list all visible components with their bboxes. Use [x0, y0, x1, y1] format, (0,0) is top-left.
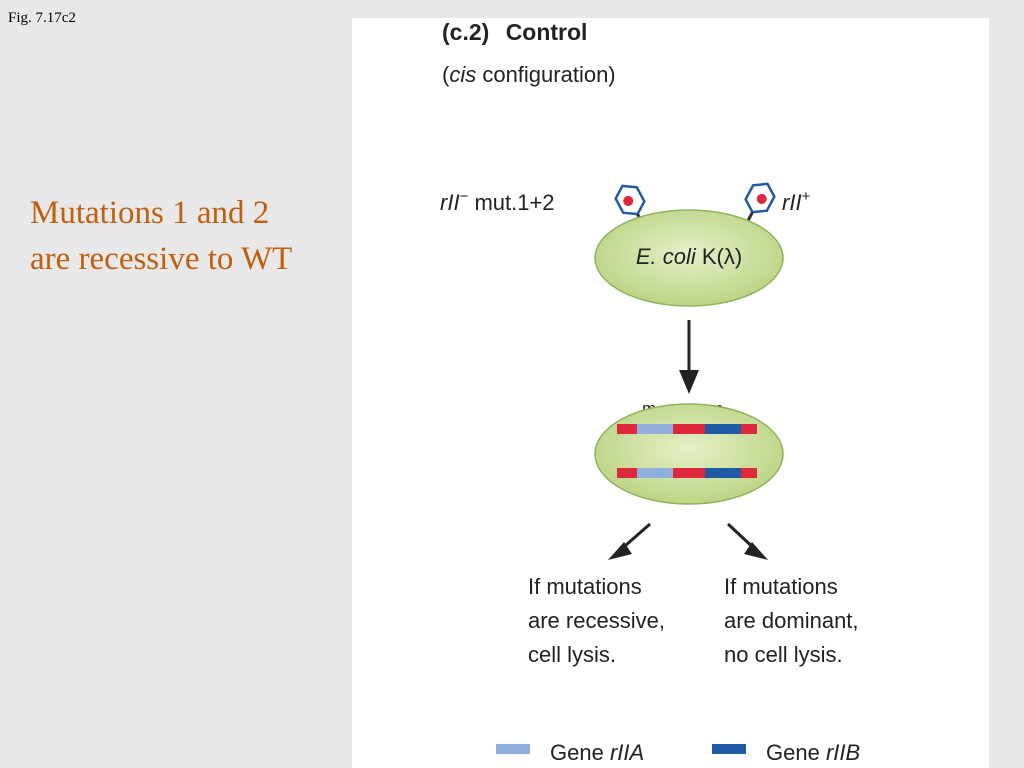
e-coli-cell-top: [594, 209, 784, 307]
legend: Gene rIIA Gene rIIB: [496, 740, 860, 765]
phage-left-label: rII− mut.1+2: [440, 188, 555, 215]
outcome-recessive: If mutations are recessive, cell lysis.: [528, 574, 671, 667]
phage-right-label: rII+: [782, 188, 811, 215]
slide-caption: Mutations 1 and 2 are recessive to WT: [30, 190, 350, 282]
cell-label: E. coli K(λ): [636, 244, 742, 269]
dna-strand-bottom: [617, 468, 757, 478]
caption-line-1: Mutations 1 and 2: [30, 195, 270, 231]
legend-label-rIIB: Gene rIIB: [766, 740, 860, 765]
arrow-recessive: [608, 522, 651, 560]
legend-swatch-rIIA: [496, 744, 530, 754]
figure-label: Fig. 7.17c2: [8, 10, 76, 26]
e-coli-cell-bottom: [594, 403, 784, 505]
panel-title-text: Control: [506, 19, 588, 45]
figure-panel: (c.2) Control (cis configuration) rII− m…: [352, 18, 989, 768]
panel-subtitle: (cis configuration): [442, 62, 616, 87]
dna-strand-top: [617, 424, 757, 434]
caption-line-2: are recessive to WT: [30, 241, 293, 277]
panel-id: (c.2): [442, 19, 489, 45]
outcome-dominant: If mutations are dominant, no cell lysis…: [724, 574, 865, 667]
legend-swatch-rIIB: [712, 744, 746, 754]
arrow-dominant: [726, 522, 768, 560]
cis-control-diagram: (c.2) Control (cis configuration) rII− m…: [440, 19, 865, 765]
down-arrow: [679, 320, 699, 394]
panel-title: (c.2) Control: [442, 19, 587, 45]
legend-label-rIIA: Gene rIIA: [550, 740, 644, 765]
